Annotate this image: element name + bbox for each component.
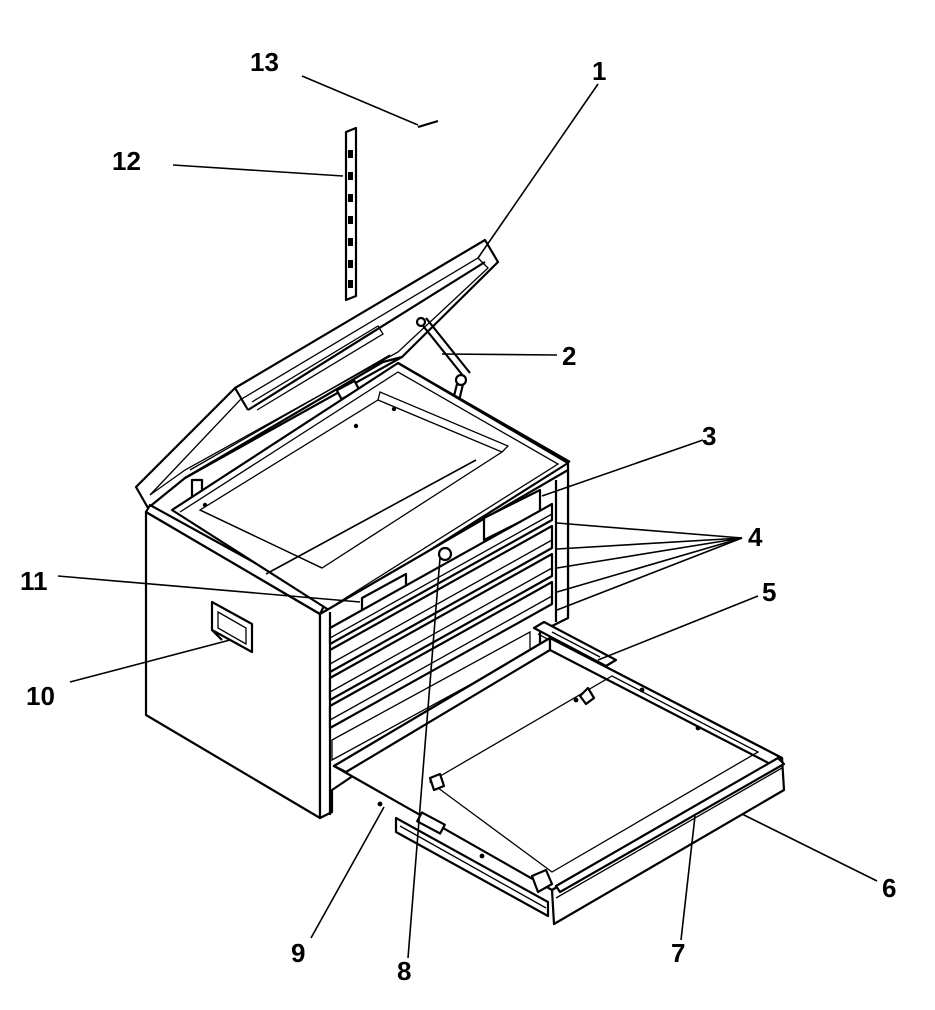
leader-11b xyxy=(265,459,477,575)
label-7: 7 xyxy=(671,938,685,968)
label-11: 11 xyxy=(20,566,48,596)
leader-6 xyxy=(741,813,878,882)
leader-12 xyxy=(172,164,344,177)
label-3: 3 xyxy=(702,421,716,451)
pin-part xyxy=(417,119,439,129)
label-13: 13 xyxy=(250,47,279,77)
label-8: 8 xyxy=(397,956,411,986)
leader-3 xyxy=(541,439,704,497)
leader-5 xyxy=(597,595,759,661)
leader-4c xyxy=(556,537,743,569)
part-labels: 13 1 12 2 3 4 11 5 10 6 9 7 8 xyxy=(20,47,896,986)
open-drawer-part xyxy=(332,636,786,926)
label-2: 2 xyxy=(562,341,576,371)
leader-4a xyxy=(556,522,743,539)
leader-4d xyxy=(556,537,743,593)
leader-lines xyxy=(57,75,878,959)
leader-2 xyxy=(441,353,558,356)
leader-4b xyxy=(556,537,743,550)
label-1: 1 xyxy=(592,56,606,86)
leader-1 xyxy=(477,83,599,259)
leader-7 xyxy=(680,815,696,941)
leader-11 xyxy=(57,575,361,603)
label-9: 9 xyxy=(291,938,305,968)
leader-13 xyxy=(301,75,419,126)
label-10: 10 xyxy=(26,681,55,711)
leader-9 xyxy=(310,806,385,939)
leader-4e xyxy=(556,537,743,611)
side-handle-part xyxy=(210,600,254,654)
hinge-strip-part xyxy=(344,126,358,302)
chest-body xyxy=(144,361,571,820)
label-12: 12 xyxy=(112,146,141,176)
label-6: 6 xyxy=(882,873,896,903)
leader-8 xyxy=(407,557,441,959)
leader-10 xyxy=(69,639,231,683)
label-5: 5 xyxy=(762,577,776,607)
label-4: 4 xyxy=(748,522,763,552)
lid-part xyxy=(134,238,500,510)
